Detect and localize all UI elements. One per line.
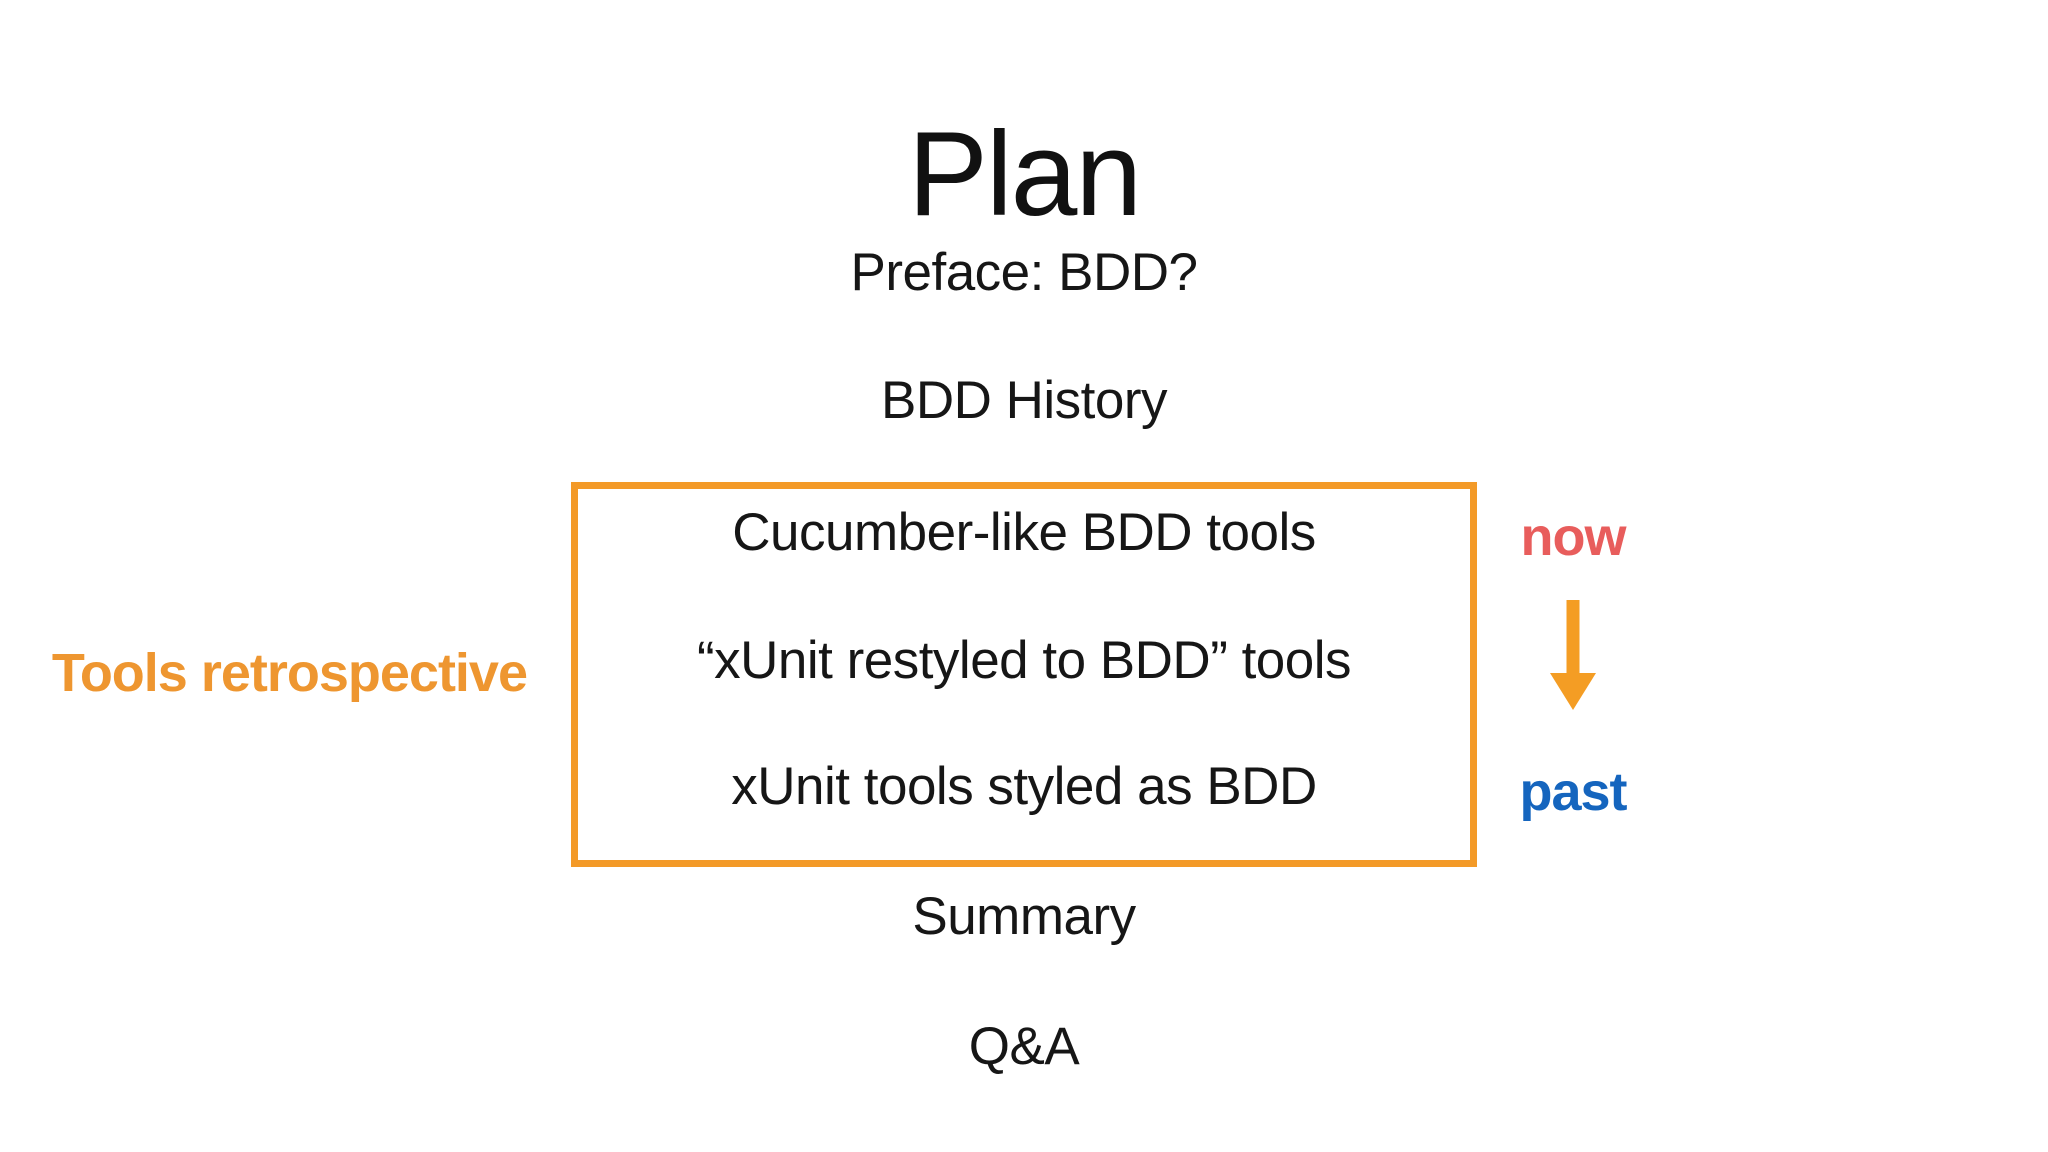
- slide-title: Plan: [907, 107, 1142, 242]
- timeline-now-label: now: [1520, 507, 1627, 567]
- agenda-item-qa: Q&A: [968, 1017, 1080, 1076]
- agenda-item-summary: Summary: [912, 887, 1136, 946]
- tools-retrospective-box: [571, 482, 1477, 867]
- tools-retrospective-label: Tools retrospective: [51, 643, 528, 703]
- down-arrow-icon: [1550, 600, 1596, 710]
- agenda-item-xunit-tools-styled-as-bdd: xUnit tools styled as BDD: [731, 757, 1317, 816]
- timeline-past-label: past: [1519, 762, 1627, 822]
- agenda-item-cucumber-like-bdd-tools: Cucumber-like BDD tools: [732, 503, 1316, 562]
- agenda-item-bdd-history: BDD History: [880, 371, 1168, 430]
- agenda-item-preface: Preface: BDD?: [850, 243, 1198, 302]
- agenda-item-xunit-restyled-to-bdd-tools: “xUnit restyled to BDD” tools: [696, 631, 1352, 690]
